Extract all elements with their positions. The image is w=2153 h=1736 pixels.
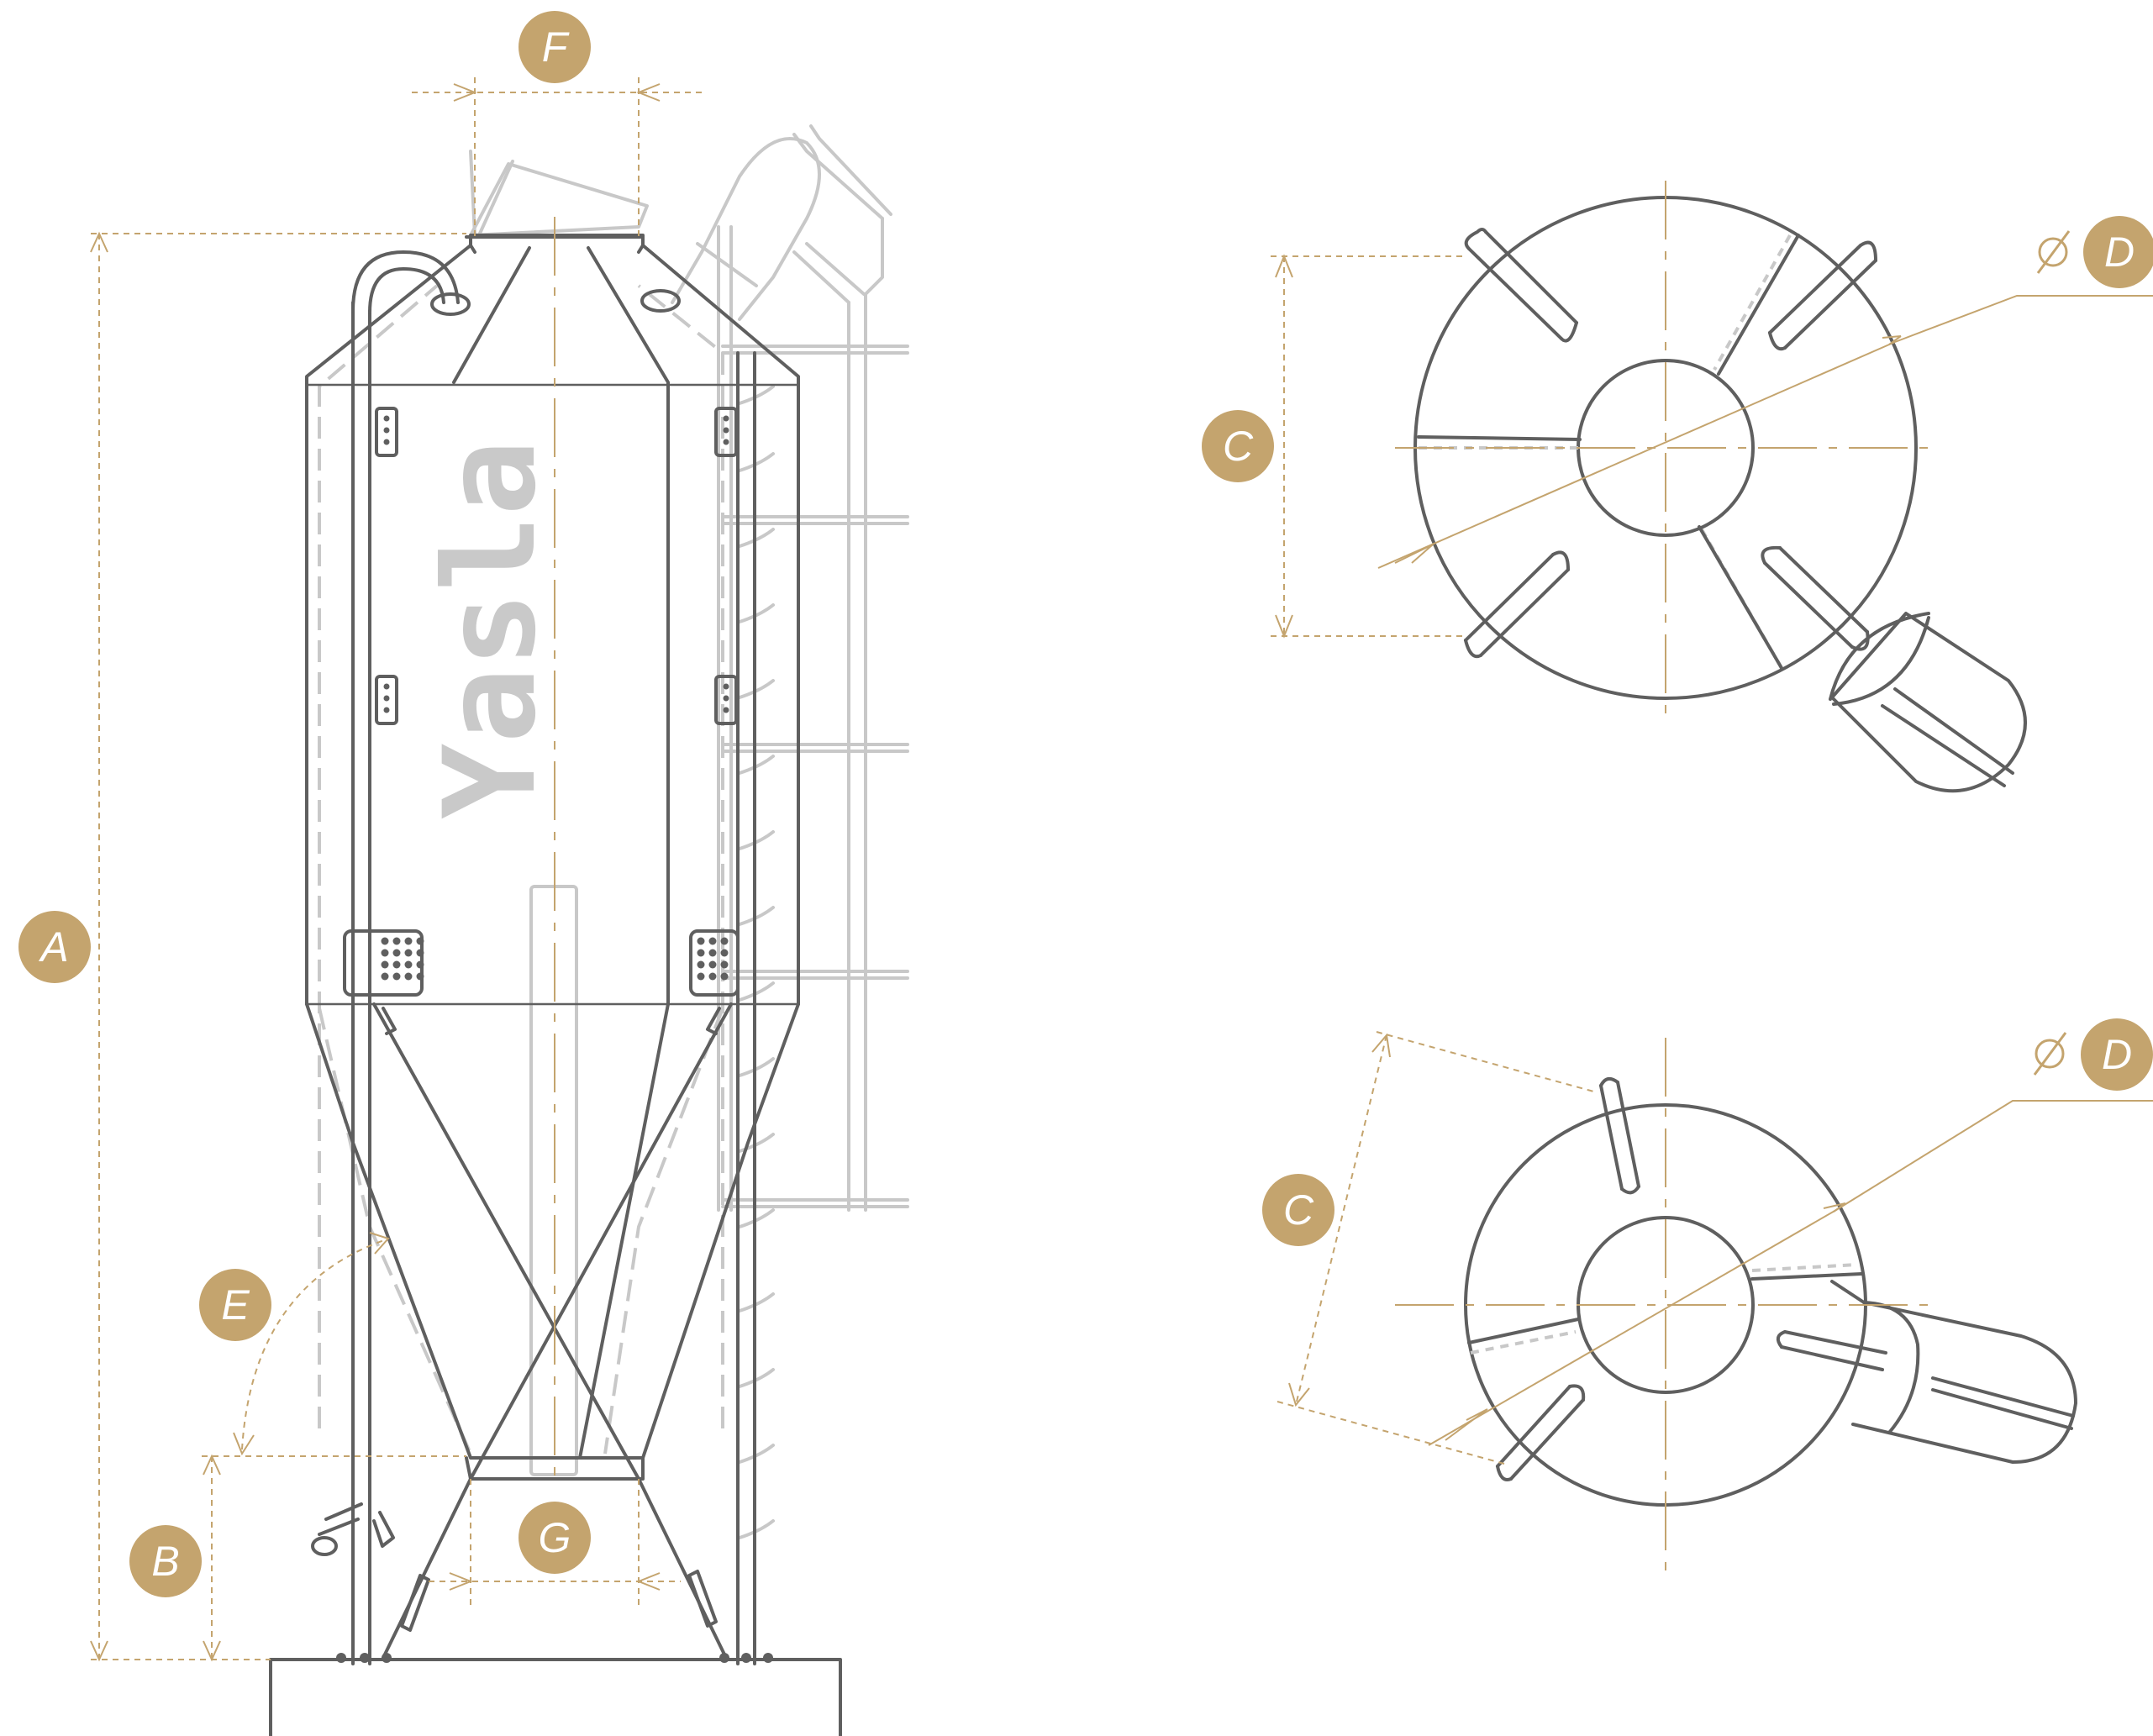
label-c-top-badge: C <box>1202 410 1274 482</box>
inner-outline-ghost <box>318 284 724 1455</box>
vent-dot <box>720 972 729 981</box>
vent-dot <box>697 949 705 957</box>
vent-dot <box>720 960 729 969</box>
vent-dot <box>404 972 413 981</box>
brand-watermark: Yasla <box>418 439 564 819</box>
silo-front-view: Yasla <box>90 77 909 1736</box>
vent-dot <box>708 949 717 957</box>
svg-text:D: D <box>2102 1031 2132 1078</box>
svg-text:C: C <box>1223 423 1254 470</box>
vent-dot <box>708 972 717 981</box>
vent-dot <box>392 937 401 945</box>
vent-dot <box>381 960 389 969</box>
vent-dot <box>404 960 413 969</box>
inspection-panels <box>343 407 740 997</box>
vent-dot <box>416 972 424 981</box>
vent-dot <box>392 949 401 957</box>
vent-dot <box>708 960 717 969</box>
label-e-badge: E <box>199 1269 271 1341</box>
svg-text:B: B <box>151 1538 179 1585</box>
silo-body <box>269 234 842 1736</box>
silo-top-view-1 <box>1271 181 2153 793</box>
svg-text:D: D <box>2104 229 2135 276</box>
vent-dot <box>416 949 424 957</box>
label-f-badge: F <box>519 11 591 83</box>
vent-dot <box>381 937 389 945</box>
dimension-f <box>412 77 706 237</box>
label-a-badge: A <box>18 911 91 983</box>
svg-text:F: F <box>542 24 570 71</box>
label-d-bottom-badge: D <box>2081 1018 2153 1091</box>
svg-text:A: A <box>38 923 68 971</box>
vent-dot <box>381 972 389 981</box>
vent-dot <box>416 937 424 945</box>
vent-dot <box>708 937 717 945</box>
label-c-bottom-badge: C <box>1262 1174 1334 1246</box>
dimension-e <box>233 1232 390 1456</box>
vent-dot <box>697 960 705 969</box>
loading-pipe-ghost <box>469 137 821 321</box>
svg-text:C: C <box>1283 1186 1314 1234</box>
vent-dot <box>392 960 401 969</box>
ladder-rungs-ghost <box>738 385 775 1539</box>
svg-text:G: G <box>539 1514 571 1561</box>
ladder-cage-ghost <box>717 124 909 1212</box>
svg-text:E: E <box>221 1281 250 1328</box>
vent-dot <box>697 972 705 981</box>
label-g-badge: G <box>519 1502 591 1574</box>
vent-dot <box>720 949 729 957</box>
silo-top-view-2 <box>1277 1031 2153 1571</box>
vent-dot <box>381 949 389 957</box>
dimension-b <box>202 1454 466 1662</box>
vent-dot <box>416 960 424 969</box>
dimension-g <box>429 1479 681 1605</box>
vent-dot <box>404 949 413 957</box>
vent-dot <box>404 937 413 945</box>
diameter-symbol-bottom <box>2033 1032 2067 1076</box>
discharge-valve <box>311 1007 773 1663</box>
vent-dot <box>392 972 401 981</box>
vent-dot <box>720 937 729 945</box>
diameter-symbol-top <box>2036 230 2071 274</box>
label-d-top-badge: D <box>2083 216 2153 288</box>
vent-dot <box>697 937 705 945</box>
dimension-a <box>90 231 466 1662</box>
label-b-badge: B <box>129 1525 202 1597</box>
